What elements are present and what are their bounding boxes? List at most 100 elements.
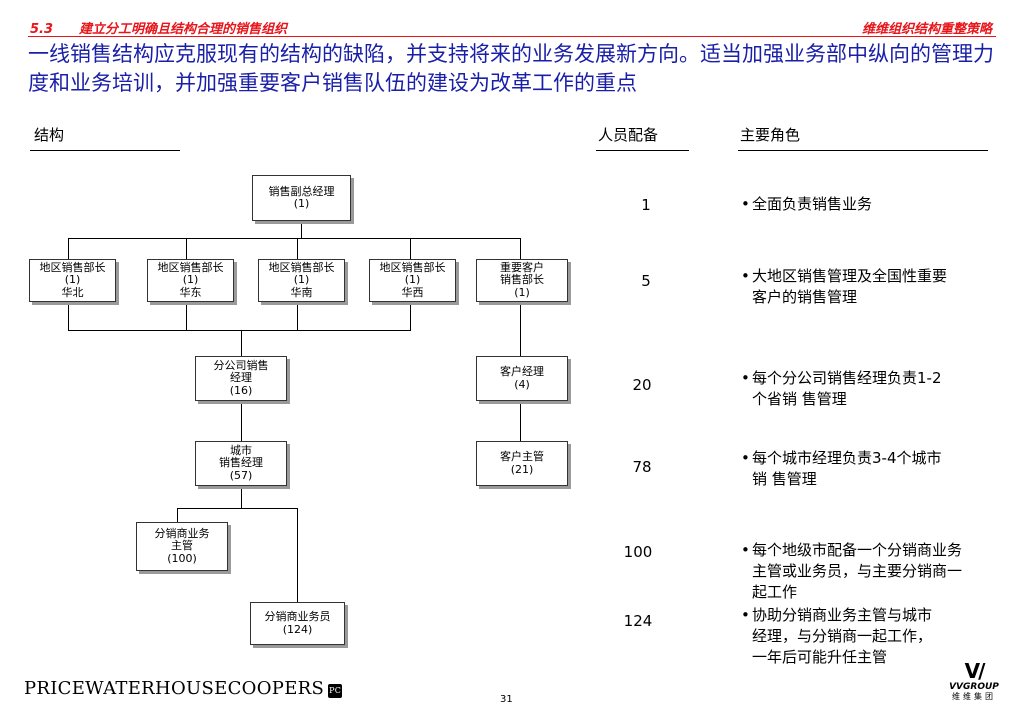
org-box-region: 华南 [290, 285, 313, 299]
bullet-icon: • [741, 449, 750, 467]
role-line: 客户的销售管理 [752, 288, 858, 306]
pwc-mark-icon: PC [328, 684, 343, 698]
section-title: 建立分工明确且结构合理的销售组织 [79, 22, 288, 37]
role-line: 每个城市经理负责3-4个城市 [752, 449, 942, 467]
org-box-title: 分公司销售 [213, 358, 269, 372]
connector-line [186, 238, 187, 259]
org-box-count: (57) [229, 468, 253, 482]
connector-line [297, 238, 298, 259]
bullet-icon: • [741, 195, 750, 213]
header-divider [28, 36, 996, 37]
org-box-account-manager: 客户经理 (4) [476, 356, 568, 401]
org-box-title: 地区销售部长 [157, 260, 224, 274]
role-line: 大地区销售管理及全国性重要 [752, 267, 948, 285]
column-rule-structure [30, 150, 180, 151]
vvgroup-logo: V/ VVGROUP 维维集团 [946, 660, 1002, 702]
connector-line [520, 238, 521, 259]
org-box-title: 经理 [230, 371, 252, 385]
org-box-title: 地区销售部长 [379, 260, 446, 274]
org-box-title: 分销商业务 [154, 526, 210, 540]
pwc-logo-text: PRICEWATERHOUSECOOPERS [24, 678, 325, 699]
org-box-key-account-head: 重要客户 销售部长 (1) [476, 259, 568, 302]
section-heading: 5.3 建立分工明确且结构合理的销售组织 [30, 18, 287, 37]
org-box-title: 主管 [171, 539, 193, 553]
connector-line [297, 508, 298, 602]
connector-line [68, 330, 411, 331]
org-box-vp-sales: 销售副总经理 (1) [252, 175, 351, 221]
org-box-count: (124) [282, 622, 313, 636]
org-box-region-east: 地区销售部长 (1) 华东 [147, 259, 234, 302]
column-rule-roles [738, 150, 988, 151]
column-header-roles: 主要角色 [740, 126, 801, 144]
vvgroup-name-cn: 维维集团 [952, 692, 996, 701]
staff-count-vp: 1 [641, 196, 651, 214]
slide-headline: 一线销售结构应克服现有的结构的缺陷，并支持将来的业务发展新方向。适当加强业务部中… [28, 42, 994, 95]
bullet-icon: • [741, 541, 750, 559]
org-box-title: 重要客户 [500, 260, 544, 274]
role-description-city: • 每个城市经理负责3-4个城市 销 售管理 [741, 448, 1024, 490]
org-box-count: (16) [229, 383, 253, 397]
role-description-distributor-rep: • 协助分销商业务主管与城市 经理，与分销商一起工作， 一年后可能升任主管 [741, 605, 1024, 668]
org-box-title: 地区销售部长 [39, 260, 106, 274]
connector-line [177, 508, 298, 509]
role-description-region: • 大地区销售管理及全国性重要 客户的销售管理 [741, 266, 1024, 308]
connector-line [186, 302, 187, 330]
org-box-count: (100) [167, 551, 197, 565]
role-line: 全面负责销售业务 [752, 195, 873, 213]
column-rule-staffing [596, 150, 689, 151]
staff-count-distributor-rep: 124 [623, 612, 653, 630]
org-box-region: 华北 [61, 285, 84, 299]
org-box-account-supervisor: 客户主管 (21) [476, 441, 568, 486]
deck-title: 维维组织结构重整策略 [861, 22, 992, 37]
connector-line [520, 401, 521, 441]
org-box-city-manager: 城市 销售经理 (57) [195, 441, 287, 486]
connector-line [520, 302, 521, 356]
connector-line [410, 238, 411, 259]
org-box-title: 销售副总经理 [268, 184, 335, 198]
org-box-title: 客户主管 [500, 450, 544, 463]
role-line: 主管或业务员，与主要分销商一 [752, 562, 963, 580]
org-box-branch-manager: 分公司销售 经理 (16) [195, 356, 287, 401]
role-line: 经理，与分销商一起工作， [752, 627, 933, 645]
role-line: 个省销 售管理 [752, 390, 847, 408]
org-box-count: (1) [293, 273, 310, 287]
org-box-distributor-rep: 分销商业务员 (124) [250, 602, 345, 645]
bullet-icon: • [741, 606, 750, 624]
org-box-title: 分销商业务员 [264, 610, 331, 623]
connector-line [68, 238, 69, 259]
column-header-staffing: 人员配备 [598, 126, 659, 144]
staff-count-branch: 20 [632, 376, 652, 394]
connector-line [297, 302, 298, 330]
bullet-icon: • [741, 369, 750, 387]
role-line: 协助分销商业务主管与城市 [752, 606, 933, 624]
connector-line [241, 330, 242, 356]
org-box-title: 销售经理 [219, 456, 263, 470]
role-description-vp: • 全面负责销售业务 [741, 194, 1024, 215]
org-box-count: (21) [510, 462, 534, 476]
section-number: 5.3 [30, 22, 54, 37]
role-line: 每个地级市配备一个分销商业务 [752, 541, 963, 559]
connector-line [68, 302, 69, 330]
org-box-region: 华东 [179, 285, 202, 299]
org-box-region-south: 地区销售部长 (1) 华南 [258, 259, 345, 302]
org-box-region-north: 地区销售部长 (1) 华北 [29, 259, 116, 302]
connector-line [241, 486, 242, 508]
vv-emblem-icon: V/ [964, 659, 986, 683]
org-box-count: (1) [293, 197, 310, 210]
connector-line [177, 508, 178, 522]
column-header-structure: 结构 [34, 126, 65, 144]
org-box-count: (1) [404, 273, 421, 287]
org-box-count: (1) [64, 273, 81, 287]
role-description-distributor-supervisor: • 每个地级市配备一个分销商业务 主管或业务员，与主要分销商一 起工作 [741, 540, 1024, 603]
org-box-title: 城市 [230, 443, 252, 457]
connector-line [241, 401, 242, 441]
role-line: 每个分公司销售经理负责1-2 [752, 369, 942, 387]
org-box-count: (4) [514, 377, 530, 391]
org-box-distributor-supervisor: 分销商业务 主管 (100) [136, 522, 228, 571]
org-box-title: 销售部长 [500, 273, 544, 287]
org-box-count: (1) [182, 273, 199, 287]
role-description-branch: • 每个分公司销售经理负责1-2 个省销 售管理 [741, 368, 1024, 410]
connector-line [301, 221, 302, 238]
role-line: 销 售管理 [752, 470, 817, 488]
